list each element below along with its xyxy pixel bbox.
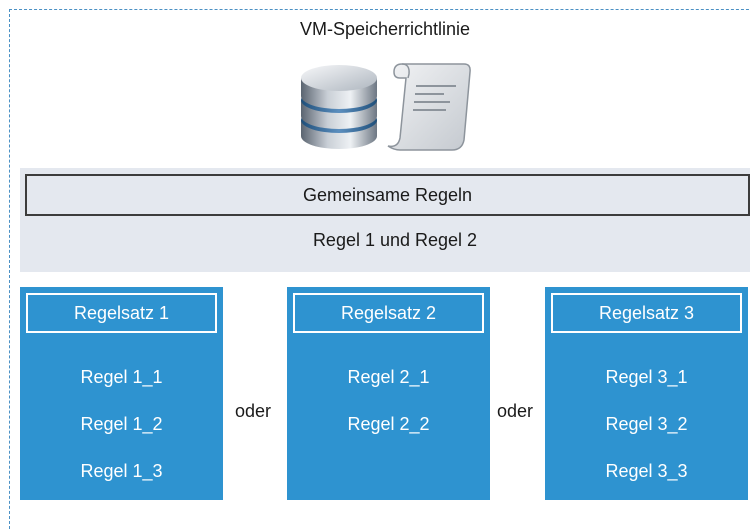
ruleset-3: Regelsatz 3 Regel 3_1 Regel 3_2 Regel 3_… (545, 287, 748, 500)
policy-title: VM-Speicherrichtlinie (299, 19, 471, 39)
ruleset-3-header: Regelsatz 3 (551, 293, 742, 333)
ruleset-1: Regelsatz 1 Regel 1_1 Regel 1_2 Regel 1_… (20, 287, 223, 500)
ruleset-2: Regelsatz 2 Regel 2_1 Regel 2_2 (287, 287, 490, 500)
policy-frame (9, 9, 750, 529)
ruleset-2-rule-1: Regel 2_1 (347, 367, 430, 387)
common-rules-header-label: Gemeinsame Regeln (302, 184, 473, 205)
or-connector-1: oder (235, 401, 272, 421)
common-rules-header: Gemeinsame Regeln (25, 174, 750, 216)
ruleset-1-title: Regelsatz 1 (73, 302, 170, 323)
ruleset-2-rule-2: Regel 2_2 (347, 414, 430, 434)
ruleset-2-header: Regelsatz 2 (293, 293, 484, 333)
or-connector-2: oder (497, 401, 534, 421)
ruleset-3-rule-2: Regel 3_2 (605, 414, 688, 434)
ruleset-1-rule-2: Regel 1_2 (80, 414, 163, 434)
ruleset-3-title: Regelsatz 3 (598, 302, 695, 323)
common-rules-list: Regel 1 und Regel 2 (312, 230, 478, 250)
ruleset-1-rule-1: Regel 1_1 (80, 367, 163, 387)
ruleset-3-rule-3: Regel 3_3 (605, 461, 688, 481)
database-icon (301, 65, 377, 149)
document-scroll-icon (387, 63, 471, 151)
ruleset-2-title: Regelsatz 2 (340, 302, 437, 323)
ruleset-1-rule-3: Regel 1_3 (80, 461, 163, 481)
ruleset-1-header: Regelsatz 1 (26, 293, 217, 333)
ruleset-3-rule-1: Regel 3_1 (605, 367, 688, 387)
